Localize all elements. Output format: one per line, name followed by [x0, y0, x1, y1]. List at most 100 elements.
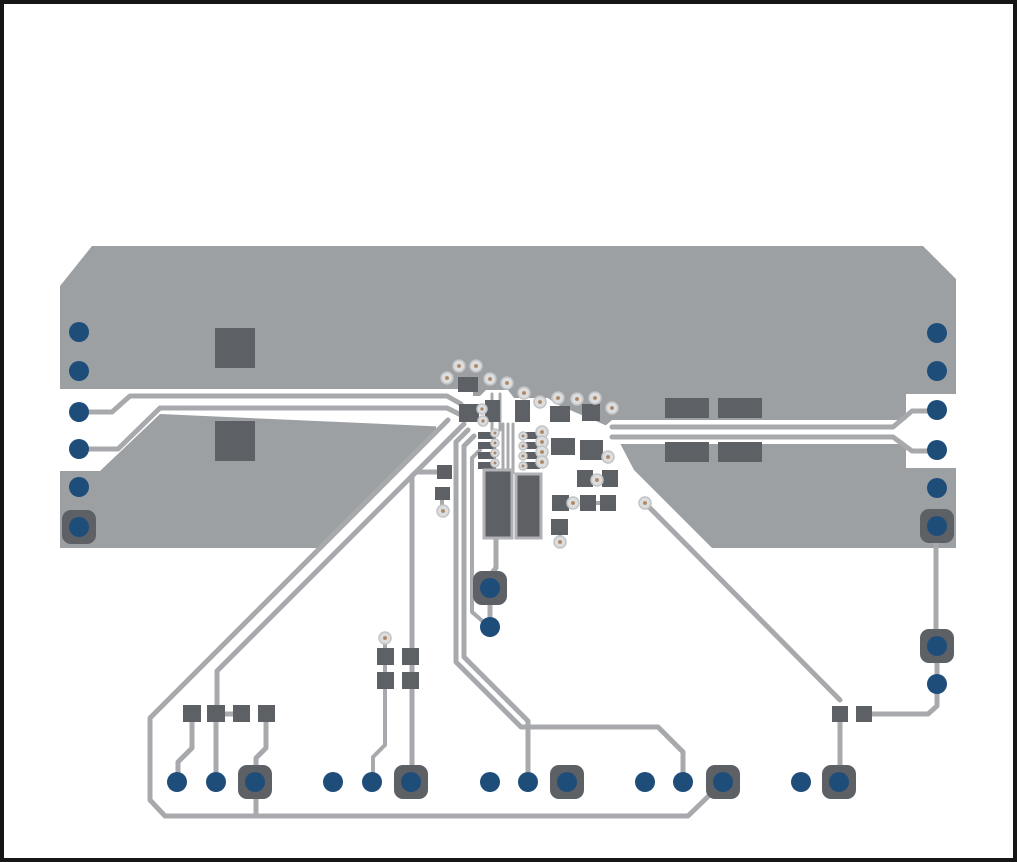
- micro-via-drill: [571, 501, 575, 505]
- smd-pad: [665, 398, 709, 418]
- micro-via-drill: [457, 364, 461, 368]
- signal-trace: [214, 421, 467, 708]
- plated-via: [927, 361, 947, 381]
- smd-pad: [233, 705, 250, 722]
- plated-via: [635, 772, 655, 792]
- smd-pad: [552, 495, 569, 511]
- smd-pad: [856, 706, 872, 722]
- micro-via-drill: [558, 540, 562, 544]
- micro-via-drill: [493, 461, 497, 465]
- smd-pad: [215, 328, 255, 368]
- micro-via-drill: [522, 391, 526, 395]
- smd-pad: [478, 442, 496, 449]
- plated-via: [557, 772, 577, 792]
- micro-via-drill: [480, 407, 484, 411]
- plated-via: [927, 516, 947, 536]
- smd-pad: [832, 706, 848, 722]
- signal-trace: [76, 393, 464, 415]
- smd-pad: [577, 470, 593, 487]
- smd-pad: [522, 462, 540, 469]
- signal-trace: [409, 469, 440, 785]
- smd-pad: [377, 648, 394, 665]
- smd-pad: [485, 400, 500, 422]
- plated-via: [713, 772, 733, 792]
- signal-trace: [609, 408, 938, 430]
- micro-via-drill: [383, 636, 387, 640]
- smd-pad: [458, 377, 478, 392]
- micro-via-drill: [445, 376, 449, 380]
- smd-pad: [478, 452, 496, 459]
- smd-pad: [515, 400, 530, 422]
- signal-trace: [147, 417, 726, 819]
- plated-via: [673, 772, 693, 792]
- plated-via: [323, 772, 343, 792]
- plated-via: [69, 439, 89, 459]
- micro-via-drill: [595, 478, 599, 482]
- plated-via: [927, 478, 947, 498]
- plated-via: [69, 517, 89, 537]
- plated-via: [167, 772, 187, 792]
- micro-via-drill: [610, 406, 614, 410]
- plated-via: [791, 772, 811, 792]
- micro-via-drill: [593, 396, 597, 400]
- plated-via: [927, 323, 947, 343]
- component-pad: [482, 468, 514, 540]
- micro-via-drill: [606, 455, 610, 459]
- plated-via: [69, 402, 89, 422]
- micro-via-drill: [540, 430, 544, 434]
- smd-pad: [522, 442, 540, 449]
- smd-pad: [602, 470, 618, 487]
- micro-via-drill: [488, 377, 492, 381]
- plated-via: [69, 322, 89, 342]
- signal-trace: [76, 405, 462, 452]
- signal-trace: [453, 427, 686, 785]
- smd-pad: [435, 487, 450, 500]
- smd-pad: [478, 462, 496, 469]
- smd-pad: [215, 421, 255, 461]
- signal-trace: [609, 434, 938, 454]
- plated-via: [69, 477, 89, 497]
- micro-via-drill: [505, 381, 509, 385]
- smd-pad: [600, 495, 616, 511]
- smd-pad: [258, 705, 275, 722]
- micro-via-drill: [540, 440, 544, 444]
- signal-trace: [642, 500, 843, 703]
- smd-pad: [402, 648, 419, 665]
- plated-via: [401, 772, 421, 792]
- smd-pad: [550, 406, 570, 422]
- signal-trace: [870, 681, 940, 717]
- plated-via: [362, 772, 382, 792]
- pour-cutout: [598, 394, 956, 468]
- micro-via-drill: [521, 454, 525, 458]
- plated-via: [927, 636, 947, 656]
- smd-pad: [402, 672, 419, 689]
- micro-via-drill: [521, 434, 525, 438]
- plated-via: [518, 772, 538, 792]
- signal-trace: [461, 433, 531, 785]
- plated-via: [927, 674, 947, 694]
- micro-via-drill: [474, 364, 478, 368]
- micro-via-drill: [521, 444, 525, 448]
- micro-via-drill: [493, 451, 497, 455]
- smd-pad: [377, 672, 394, 689]
- smd-pad: [580, 495, 596, 511]
- plated-via: [480, 617, 500, 637]
- smd-pad: [183, 705, 201, 722]
- plated-via: [480, 772, 500, 792]
- smd-pad: [478, 432, 496, 439]
- smd-pad: [718, 442, 762, 462]
- component-pad: [514, 472, 543, 540]
- smd-pad: [580, 440, 603, 460]
- smd-pad: [459, 404, 479, 422]
- smd-pad: [437, 465, 452, 479]
- plated-via: [245, 772, 265, 792]
- plated-via: [927, 400, 947, 420]
- micro-via-drill: [575, 397, 579, 401]
- plated-via: [69, 361, 89, 381]
- signal-trace: [175, 719, 195, 785]
- plated-via: [829, 772, 849, 792]
- micro-via-drill: [493, 441, 497, 445]
